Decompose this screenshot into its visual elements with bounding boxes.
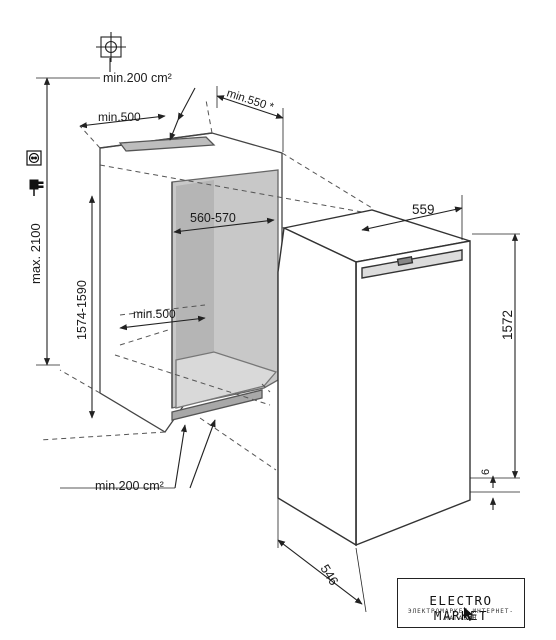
appliance-body xyxy=(277,209,471,547)
label-bottom-clearance: min.500 xyxy=(133,307,176,321)
label-niche-width: 560-570 xyxy=(190,211,236,225)
electro-market-logo: ELECTRO MARKET ЭЛЕКТРОМАРКЕТ.ИНТЕРНЕТ-МА… xyxy=(397,578,525,628)
niche-floor xyxy=(175,351,278,409)
construction-lines xyxy=(39,99,373,471)
label-appliance-depth: 546 xyxy=(317,562,341,588)
plinth-vent xyxy=(171,389,263,421)
logo-subtitle: ЭЛЕКТРОМАРКЕТ.ИНТЕРНЕТ-МАГАЗИН xyxy=(407,608,515,622)
appliance-front xyxy=(355,240,471,547)
label-vent-top: min.200 cm² xyxy=(103,71,172,85)
label-appliance-width: 559 xyxy=(412,202,435,217)
dimension-lines xyxy=(36,58,520,613)
label-max-height: max. 2100 xyxy=(28,223,43,284)
label-appliance-height: 1572 xyxy=(500,310,515,340)
label-niche-height: 1574-1590 xyxy=(75,280,89,340)
socket-icon xyxy=(26,150,42,166)
cursor-arrow-icon xyxy=(464,607,473,621)
niche-back-wall xyxy=(176,180,214,360)
niche-cabinet xyxy=(99,132,283,433)
label-vent-bottom: min.200 cm² xyxy=(95,479,164,493)
appliance-hinge-bar xyxy=(361,249,463,279)
appliance-control xyxy=(396,256,414,266)
top-vent xyxy=(118,136,216,152)
label-depth-left: min.500 xyxy=(98,110,141,124)
crosshair-symbol-icon xyxy=(96,32,126,62)
label-gap: 6 xyxy=(480,469,492,475)
appliance-side xyxy=(277,226,357,547)
logo-title: ELECTRO MARKET xyxy=(429,593,493,623)
power-plug-icon xyxy=(29,179,44,196)
label-depth-top: min.550 * xyxy=(225,87,275,114)
